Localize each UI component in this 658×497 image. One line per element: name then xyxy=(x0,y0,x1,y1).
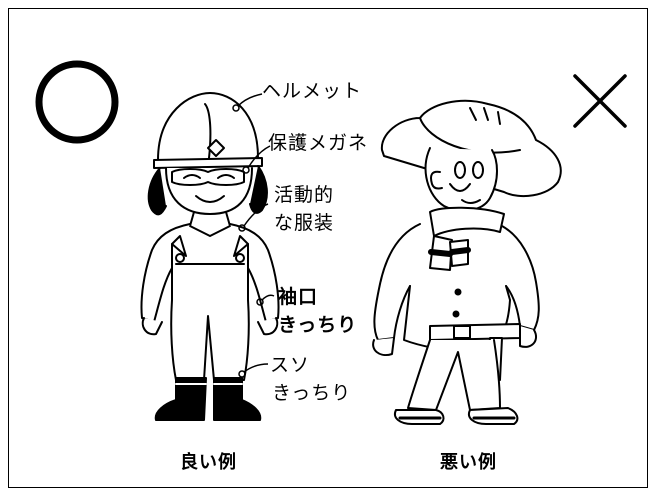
cross-icon xyxy=(573,74,627,128)
good-worker-illustration xyxy=(140,92,280,421)
caption-bad-example: 悪い例 xyxy=(440,452,497,473)
label-cuffs-line1: 袖口 xyxy=(278,286,319,308)
label-hem-line2: きっちり xyxy=(272,382,352,404)
label-goggles: 保護メガネ xyxy=(268,132,369,154)
label-clothing-line2: な服装 xyxy=(274,212,335,234)
circle-icon xyxy=(35,60,119,144)
goggles-icon xyxy=(171,168,245,186)
label-helmet: ヘルメット xyxy=(262,80,363,102)
label-cuffs-line2: きっちり xyxy=(278,314,358,336)
caption-good-example: 良い例 xyxy=(180,452,237,473)
helmet-icon xyxy=(157,92,259,161)
bad-worker-illustration xyxy=(372,99,562,425)
pointer-lines xyxy=(232,93,275,378)
label-hem-line1: スソ xyxy=(270,354,311,376)
label-clothing-line1: 活動的 xyxy=(274,184,335,206)
